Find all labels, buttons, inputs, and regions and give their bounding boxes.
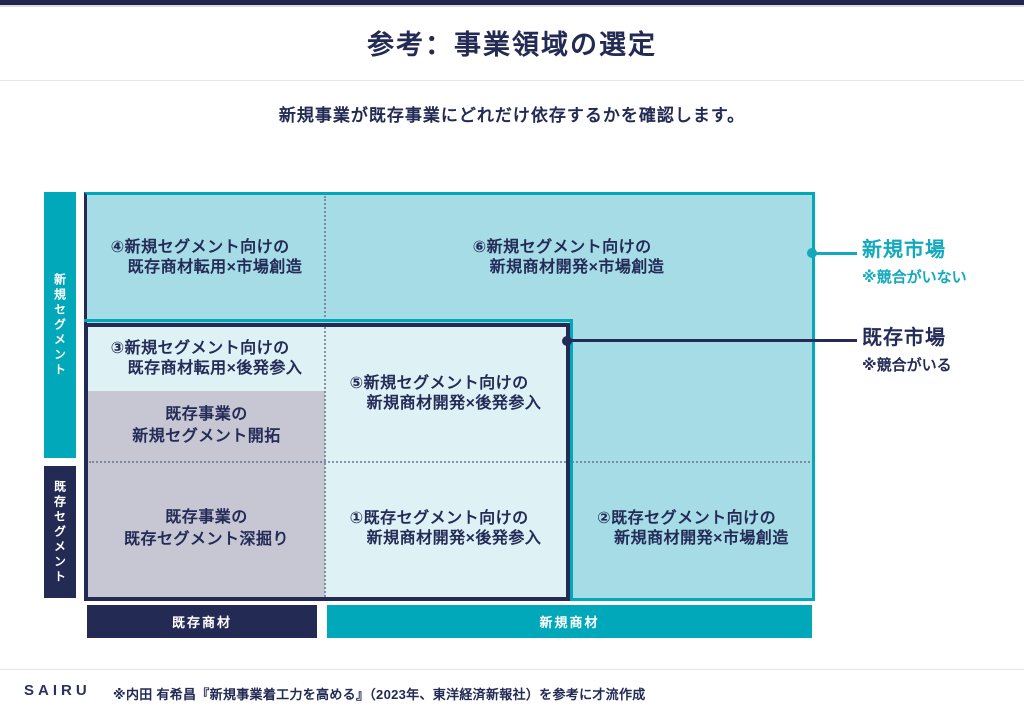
y-axis-new-segment: 新規セグメント (44, 192, 76, 458)
cell-4-line1: ④新規セグメント向けの (110, 238, 290, 256)
matrix-cell-3: ③新規セグメント向けの既存商材転用×後発参入 (88, 327, 325, 391)
legend-new-market: 新規市場 ※競合がいない (862, 233, 1022, 287)
dotted-row-divider (89, 461, 810, 463)
dotted-column-divider (324, 196, 326, 597)
cell-5-line2: 新規商材開発×後発参入 (366, 395, 542, 412)
legend-existing-market-note: ※競合がいる (862, 357, 952, 374)
matrix-cell-1: ①既存セグメント向けの新規商材開発×後発参入 (325, 461, 566, 597)
source-credit: ※内田 有希昌『新規事業着工力を高める』（2023年、東洋経済新報社）を参考に才… (113, 687, 646, 702)
cell-6-line2: 新規商材開発×市場創造 (489, 258, 665, 276)
cell-2-line2: 新規商材開発×市場創造 (614, 530, 789, 547)
new-market-connector-line (812, 252, 857, 255)
matrix-cell-2: ②既存セグメント向けの新規商材開発×市場創造 (574, 461, 812, 597)
existing-market-accent-border (84, 319, 573, 601)
matrix-cell-existing-business-top: 既存事業の新規セグメント開拓 (88, 391, 325, 461)
existing-market-border (84, 323, 570, 601)
cell-4-line2: 既存商材転用×市場創造 (127, 258, 303, 276)
x-axis-new-product-label: 新規商材 (539, 615, 600, 630)
page-subtitle: 新規事業が既存事業にどれだけ依存するかを確認します。 (278, 106, 746, 125)
cell-1-line2: 新規商材開発×後発参入 (366, 530, 542, 547)
sairu-logo: SAIRU (24, 682, 91, 699)
matrix-cell-4: ④新規セグメント向けの既存商材転用×市場創造 (88, 196, 325, 319)
x-axis-new-product: 新規商材 (327, 605, 812, 638)
cell-3-line2: 既存商材転用×後発参入 (127, 360, 303, 377)
existing-business-top-line2: 新規セグメント開拓 (132, 428, 281, 445)
existing-business-area-top (88, 391, 325, 461)
legend-new-market-label: 新規市場 (862, 239, 946, 261)
legend-existing-market-label: 既存市場 (862, 327, 946, 349)
new-market-connector-dot (807, 248, 817, 258)
existing-business-bottom-line2: 既存セグメント深掘り (123, 531, 289, 548)
y-axis-new-segment-label: 新規セグメント (52, 272, 67, 378)
top-accent-bar (0, 0, 1024, 7)
y-axis-existing-segment: 既存セグメント (44, 466, 76, 598)
existing-market-connector-line (567, 339, 857, 342)
matrix-cell-existing-business-bottom: 既存事業の既存セグメント深掘り (88, 461, 325, 597)
y-axis-existing-segment-label: 既存セグメント (52, 479, 67, 585)
matrix-cell-6: ⑥新規セグメント向けの新規商材開発×市場創造 (325, 196, 812, 319)
cell-2-line1: ②既存セグメント向けの (597, 510, 777, 527)
footer-divider (0, 669, 1024, 670)
x-axis-existing-product: 既存商材 (87, 605, 317, 638)
existing-market-connector-dot (562, 336, 572, 346)
existing-business-area-bottom (88, 461, 325, 597)
x-axis-existing-product-label: 既存商材 (171, 615, 232, 630)
cell-3-line1: ③新規セグメント向けの (110, 340, 290, 357)
cell-1-line1: ①既存セグメント向けの (349, 510, 529, 527)
cell-5-line1: ⑤新規セグメント向けの (349, 375, 529, 392)
existing-business-top-line1: 既存事業の (165, 406, 248, 423)
legend-new-market-note: ※競合がいない (862, 269, 967, 286)
cell-6-line1: ⑥新規セグメント向けの (472, 238, 652, 256)
title-divider (0, 80, 1024, 81)
page-title: 参考：事業領域の選定 (367, 30, 657, 60)
legend-existing-market: 既存市場 ※競合がいる (862, 321, 1022, 375)
matrix-cell-5: ⑤新規セグメント向けの新規商材開発×後発参入 (325, 327, 566, 461)
existing-business-bottom-line1: 既存事業の (165, 509, 248, 526)
